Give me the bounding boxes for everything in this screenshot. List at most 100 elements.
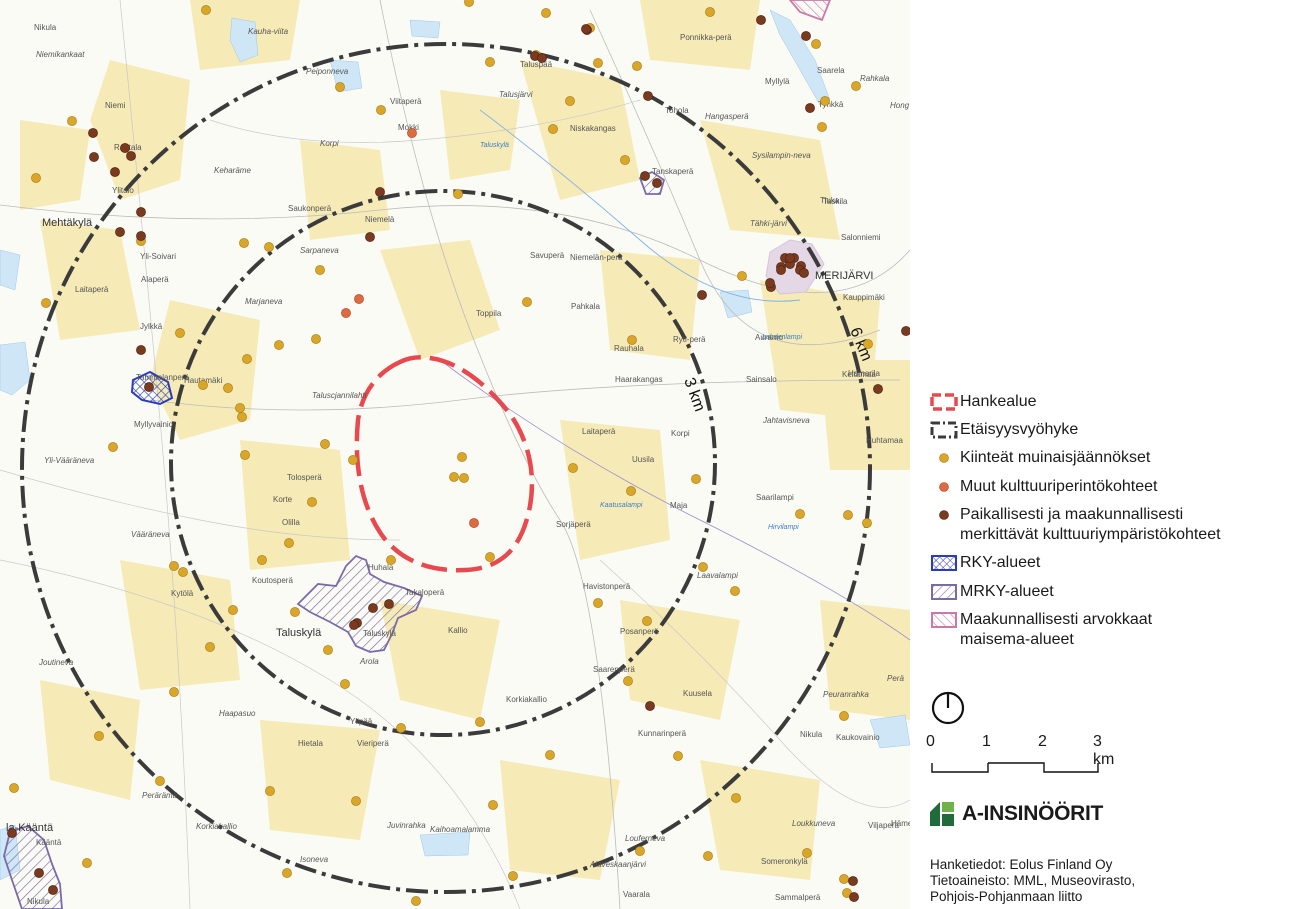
ancient-monument-point[interactable] xyxy=(386,555,396,565)
cultural-environment-point[interactable] xyxy=(88,128,98,138)
ancient-monument-point[interactable] xyxy=(311,334,321,344)
ancient-monument-point[interactable] xyxy=(464,0,474,7)
cultural-environment-point[interactable] xyxy=(365,232,375,242)
ancient-monument-point[interactable] xyxy=(155,776,165,786)
cultural-environment-point[interactable] xyxy=(901,326,910,336)
ancient-monument-point[interactable] xyxy=(351,796,361,806)
ancient-monument-point[interactable] xyxy=(235,403,245,413)
cultural-environment-point[interactable] xyxy=(765,278,775,288)
ancient-monument-point[interactable] xyxy=(265,786,275,796)
cultural-environment-point[interactable] xyxy=(7,828,17,838)
cultural-environment-point[interactable] xyxy=(136,207,146,217)
ancient-monument-point[interactable] xyxy=(705,7,715,17)
ancient-monument-point[interactable] xyxy=(593,58,603,68)
cultural-environment-point[interactable] xyxy=(640,171,650,181)
ancient-monument-point[interactable] xyxy=(340,679,350,689)
ancient-monument-point[interactable] xyxy=(67,116,77,126)
ancient-monument-point[interactable] xyxy=(541,8,551,18)
ancient-monument-point[interactable] xyxy=(41,298,51,308)
ancient-monument-point[interactable] xyxy=(459,473,469,483)
cultural-environment-point[interactable] xyxy=(144,382,154,392)
ancient-monument-point[interactable] xyxy=(731,793,741,803)
ancient-monument-point[interactable] xyxy=(242,354,252,364)
cultural-environment-point[interactable] xyxy=(801,31,811,41)
ancient-monument-point[interactable] xyxy=(475,717,485,727)
ancient-monument-point[interactable] xyxy=(851,81,861,91)
cultural-environment-point[interactable] xyxy=(136,231,146,241)
ancient-monument-point[interactable] xyxy=(730,586,740,596)
other-heritage-point[interactable] xyxy=(341,308,351,318)
ancient-monument-point[interactable] xyxy=(623,676,633,686)
ancient-monument-point[interactable] xyxy=(320,439,330,449)
cultural-environment-point[interactable] xyxy=(785,253,795,263)
ancient-monument-point[interactable] xyxy=(673,751,683,761)
cultural-environment-point[interactable] xyxy=(368,603,378,613)
ancient-monument-point[interactable] xyxy=(257,555,267,565)
cultural-environment-point[interactable] xyxy=(776,265,786,275)
ancient-monument-point[interactable] xyxy=(94,731,104,741)
ancient-monument-point[interactable] xyxy=(593,598,603,608)
ancient-monument-point[interactable] xyxy=(839,711,849,721)
project-area-outline[interactable] xyxy=(354,354,535,573)
ancient-monument-point[interactable] xyxy=(862,518,872,528)
cultural-environment-point[interactable] xyxy=(48,885,58,895)
ancient-monument-point[interactable] xyxy=(348,455,358,465)
cultural-environment-point[interactable] xyxy=(581,24,591,34)
ancient-monument-point[interactable] xyxy=(228,605,238,615)
cultural-environment-point[interactable] xyxy=(537,53,547,63)
ancient-monument-point[interactable] xyxy=(626,486,636,496)
ancient-monument-point[interactable] xyxy=(811,39,821,49)
ancient-monument-point[interactable] xyxy=(169,561,179,571)
ancient-monument-point[interactable] xyxy=(323,645,333,655)
ancient-monument-point[interactable] xyxy=(315,265,325,275)
landscape-area-north[interactable] xyxy=(788,0,831,22)
cultural-environment-point[interactable] xyxy=(848,876,858,886)
ancient-monument-point[interactable] xyxy=(565,96,575,106)
cultural-environment-point[interactable] xyxy=(756,15,766,25)
ancient-monument-point[interactable] xyxy=(411,896,421,906)
cultural-environment-point[interactable] xyxy=(120,143,130,153)
mrky-area-taluskyla[interactable] xyxy=(296,554,424,653)
ancient-monument-point[interactable] xyxy=(863,339,873,349)
ancient-monument-point[interactable] xyxy=(198,380,208,390)
ancient-monument-point[interactable] xyxy=(9,783,19,793)
cultural-environment-point[interactable] xyxy=(849,892,859,902)
cultural-environment-point[interactable] xyxy=(643,91,653,101)
ancient-monument-point[interactable] xyxy=(457,452,467,462)
cultural-environment-point[interactable] xyxy=(652,178,662,188)
ancient-monument-point[interactable] xyxy=(201,5,211,15)
ancient-monument-point[interactable] xyxy=(264,242,274,252)
ancient-monument-point[interactable] xyxy=(205,642,215,652)
other-heritage-point[interactable] xyxy=(469,518,479,528)
ancient-monument-point[interactable] xyxy=(839,874,849,884)
ancient-monument-point[interactable] xyxy=(820,96,830,106)
cultural-environment-point[interactable] xyxy=(136,345,146,355)
ancient-monument-point[interactable] xyxy=(178,567,188,577)
ancient-monument-point[interactable] xyxy=(485,57,495,67)
cultural-environment-point[interactable] xyxy=(697,290,707,300)
ancient-monument-point[interactable] xyxy=(376,105,386,115)
cultural-environment-point[interactable] xyxy=(349,620,359,630)
cultural-environment-point[interactable] xyxy=(799,268,809,278)
ancient-monument-point[interactable] xyxy=(82,858,92,868)
ancient-monument-point[interactable] xyxy=(485,552,495,562)
ancient-monument-point[interactable] xyxy=(817,122,827,132)
ancient-monument-point[interactable] xyxy=(223,383,233,393)
cultural-environment-point[interactable] xyxy=(89,152,99,162)
ancient-monument-point[interactable] xyxy=(175,328,185,338)
ancient-monument-point[interactable] xyxy=(508,871,518,881)
ancient-monument-point[interactable] xyxy=(453,189,463,199)
ancient-monument-point[interactable] xyxy=(522,297,532,307)
ancient-monument-point[interactable] xyxy=(169,687,179,697)
other-heritage-point[interactable] xyxy=(354,294,364,304)
ancient-monument-point[interactable] xyxy=(335,82,345,92)
ancient-monument-point[interactable] xyxy=(802,848,812,858)
cultural-environment-point[interactable] xyxy=(115,227,125,237)
cultural-environment-point[interactable] xyxy=(34,868,44,878)
ancient-monument-point[interactable] xyxy=(703,851,713,861)
cultural-environment-point[interactable] xyxy=(110,167,120,177)
ancient-monument-point[interactable] xyxy=(545,750,555,760)
ancient-monument-point[interactable] xyxy=(396,723,406,733)
ancient-monument-point[interactable] xyxy=(548,124,558,134)
cultural-environment-point[interactable] xyxy=(873,384,883,394)
